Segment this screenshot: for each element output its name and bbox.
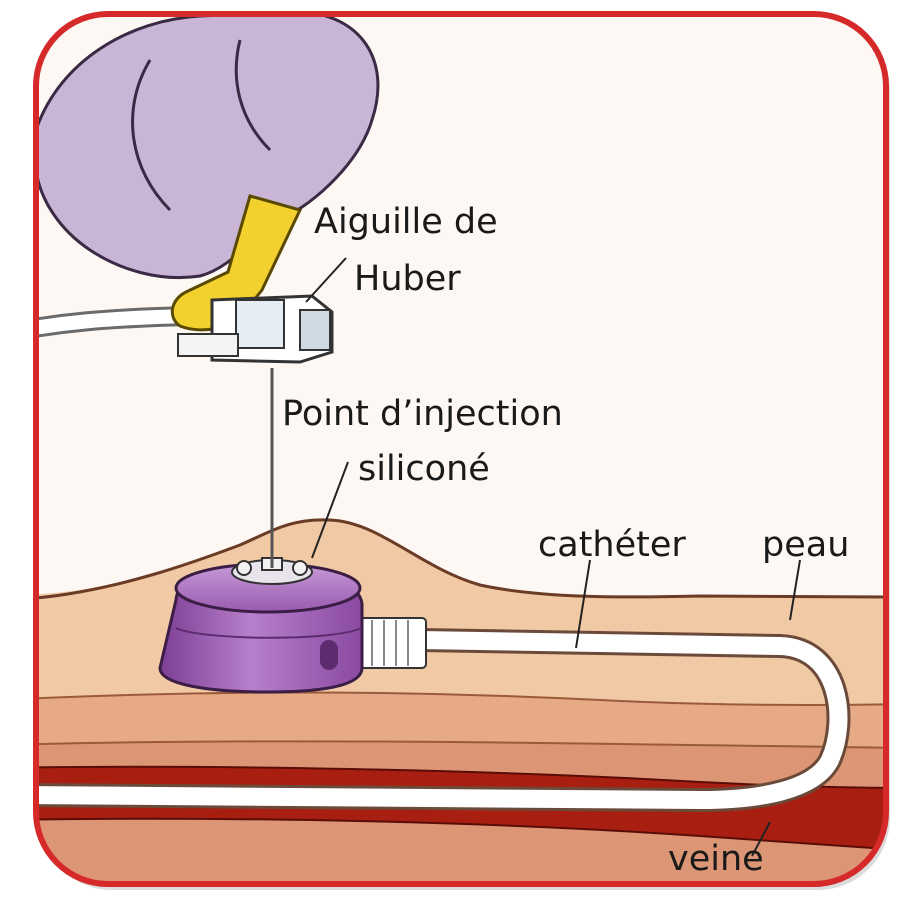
label-needle-line2: Huber	[354, 262, 461, 297]
label-vein: veine	[668, 842, 764, 877]
port-connector	[360, 618, 426, 668]
label-skin: peau	[762, 528, 849, 563]
label-septum-line1: Point d’injection	[282, 397, 563, 432]
label-needle-line1: Aiguille de	[314, 205, 498, 240]
label-septum-line2: siliconé	[358, 452, 490, 487]
label-catheter: cathéter	[538, 528, 686, 563]
implantable-port	[160, 558, 362, 692]
